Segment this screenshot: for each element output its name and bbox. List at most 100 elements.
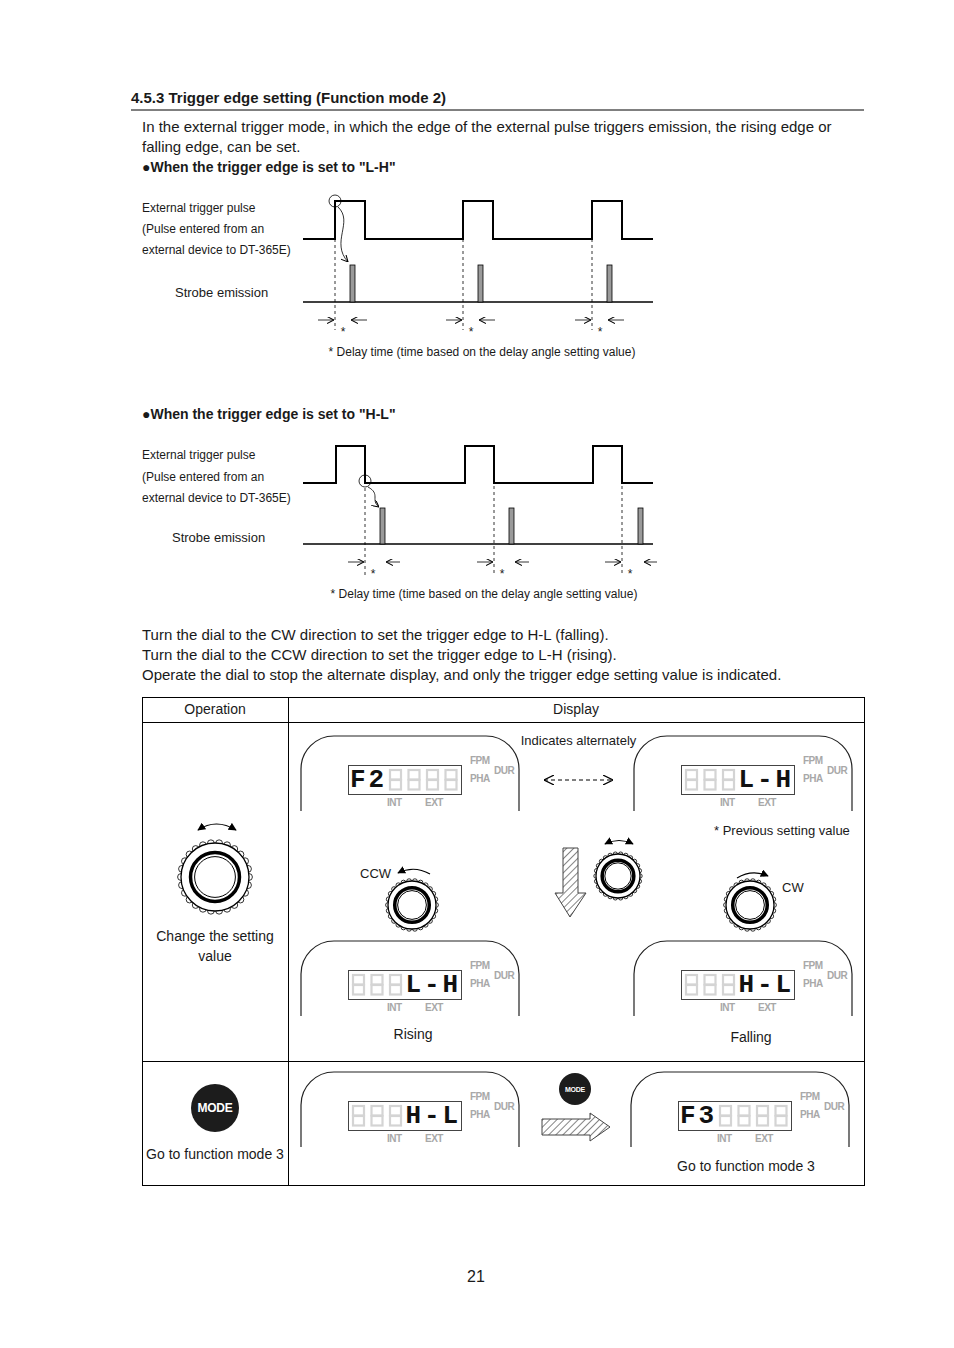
instruction-text: Turn the dial to the CCW direction to se…	[142, 646, 617, 664]
display-dome	[301, 941, 519, 1016]
ghost-segment	[723, 985, 734, 995]
ghost-segment	[705, 975, 716, 985]
indicator-label: DUR	[494, 765, 514, 777]
ghost-segment	[776, 1116, 787, 1126]
delay-marker: *	[500, 567, 505, 581]
strobe-baseline	[303, 543, 653, 545]
timing-chart-rising	[303, 195, 653, 330]
ghost-segment	[757, 1106, 768, 1116]
dial-ring	[733, 888, 768, 923]
intro-text: In the external trigger mode, in which t…	[142, 117, 872, 157]
lcd-display: F3FPMPHADURINTEXT	[630, 1071, 850, 1147]
dial-face	[736, 891, 765, 920]
indicator-label: INT	[387, 797, 402, 809]
indicator-label: INT	[387, 1002, 402, 1014]
display-value: F2	[350, 766, 387, 794]
delay-arrow	[477, 562, 493, 563]
ghost-segment	[372, 975, 383, 985]
delay-arrow	[575, 320, 591, 321]
delay-marker: *	[341, 325, 346, 339]
table-header: Display	[553, 701, 599, 718]
button-label: MODE	[565, 1086, 585, 1093]
ghost-segment	[353, 985, 364, 995]
note-text: * Previous setting value	[714, 823, 850, 839]
delay-arrow	[479, 320, 495, 321]
subheading: ●When the trigger edge is set to "H-L"	[142, 406, 396, 423]
page-number: 21	[467, 1267, 485, 1286]
operation-text: Change the setting value	[153, 926, 278, 966]
indicator-label: DUR	[827, 765, 847, 777]
direction-label: CW	[782, 880, 804, 896]
ghost-segment	[705, 780, 716, 790]
operation-text: Go to function mode 3	[146, 1146, 284, 1163]
trigger-waveform	[303, 446, 653, 483]
delay-arrow	[515, 562, 529, 563]
ghost-segment	[390, 1116, 401, 1126]
ghost-segment	[446, 780, 457, 790]
ghost-segment	[353, 1106, 364, 1116]
edge-guide	[335, 203, 336, 330]
dial-knob	[724, 879, 777, 931]
indicator-label: FPM	[470, 755, 490, 767]
table-rule	[142, 722, 864, 723]
ghost-segment	[757, 1116, 768, 1126]
lcd-window: L-H	[348, 970, 462, 1000]
edge-guide	[622, 486, 623, 575]
ghost-segment	[372, 1106, 383, 1116]
dial-body	[596, 854, 640, 898]
indicator-label: DUR	[824, 1101, 844, 1113]
ghost-segment	[353, 975, 364, 985]
direction-label: CCW	[360, 866, 391, 882]
delay-arrow	[348, 562, 364, 563]
delay-marker: *	[598, 325, 603, 339]
indicator-label: PHA	[803, 773, 823, 785]
transition-arrow	[542, 1113, 610, 1141]
ghost-segment	[427, 780, 438, 790]
indicator-label: FPM	[803, 960, 823, 972]
lcd-window: F3	[678, 1101, 792, 1131]
lcd-window: H-L	[681, 970, 795, 1000]
indicator-label: PHA	[803, 978, 823, 990]
signal-name: External trigger pulse (Pulse entered fr…	[142, 198, 292, 261]
lcd-display: F2FPMPHADURINTEXT	[300, 735, 520, 811]
indicator-label: DUR	[494, 1101, 514, 1113]
indicator-label: FPM	[470, 1091, 490, 1103]
lcd-display: H-L FPM PHA DUR INT EXT	[633, 940, 853, 1016]
delay-marker: *	[469, 325, 474, 339]
ghost-segment	[723, 770, 734, 780]
indicator-label: DUR	[494, 970, 514, 982]
indicator-label: DUR	[827, 970, 847, 982]
ccw-arrow	[398, 869, 430, 874]
display-dome	[634, 941, 852, 1016]
ghost-segment	[353, 1116, 364, 1126]
lcd-display: L-HFPMPHADURINTEXT	[633, 735, 853, 811]
footnote: * Delay time (time based on the delay an…	[329, 345, 636, 359]
indicator-label: PHA	[800, 1109, 820, 1121]
delay-marker: *	[371, 567, 376, 581]
state-label: Falling	[730, 1029, 771, 1046]
edge-guide	[463, 203, 464, 330]
strobe-pulse	[607, 265, 612, 302]
indicator-label: INT	[720, 797, 735, 809]
delay-arrow	[644, 562, 657, 563]
state-label: Rising	[394, 1026, 433, 1043]
rotate-arrow	[198, 824, 236, 830]
ghost-segment	[739, 1116, 750, 1126]
ghost-segment	[372, 985, 383, 995]
ghost-segment	[776, 1106, 787, 1116]
footnote: * Delay time (time based on the delay an…	[331, 587, 638, 601]
dial-body	[726, 881, 774, 929]
indicator-label: INT	[720, 1002, 735, 1014]
timing-chart-falling	[303, 446, 657, 575]
lcd-window: H-L	[348, 1101, 462, 1131]
signal-name: Strobe emission	[172, 530, 265, 546]
ghost-segment	[372, 1116, 383, 1126]
mode-button: MODE	[191, 1084, 239, 1132]
strobe-pulse	[638, 508, 643, 544]
strobe-pulse	[478, 265, 483, 302]
dial-group	[178, 840, 777, 931]
indicator-label: EXT	[758, 1002, 776, 1014]
dial-face	[605, 863, 631, 889]
display-value: F3	[680, 1102, 717, 1130]
